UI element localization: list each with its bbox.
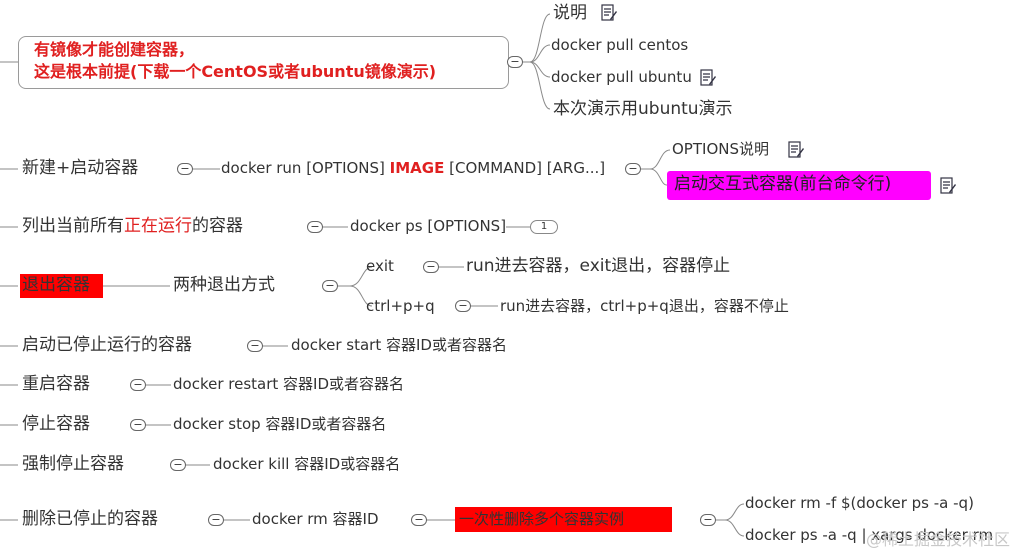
exit-method-ctrl[interactable]: ctrl+p+q bbox=[366, 297, 435, 315]
bulk-remove-label[interactable]: 一次性删除多个容器实例 bbox=[459, 510, 625, 528]
topic-remove-container[interactable]: 删除已停止的容器 bbox=[22, 509, 158, 529]
exit-method-ctrl-desc[interactable]: run进去容器，ctrl+p+q退出，容器不停止 bbox=[500, 297, 789, 315]
bulk-remove-highlight bbox=[455, 507, 672, 532]
exit-topic-highlight bbox=[20, 274, 103, 298]
collapse-toggle-icon[interactable]: − bbox=[307, 221, 323, 233]
bulk-remove-command-1[interactable]: docker rm -f $(docker ps -a -q) bbox=[745, 494, 974, 512]
note-icon[interactable] bbox=[940, 177, 956, 195]
ps-label-running: 正在运行 bbox=[124, 216, 192, 236]
exit-method-exit-desc[interactable]: run进去容器，exit退出，容器停止 bbox=[466, 256, 731, 276]
collapse-toggle-icon[interactable]: − bbox=[700, 514, 716, 526]
collapse-toggle-icon[interactable]: − bbox=[507, 56, 523, 68]
ps-command[interactable]: docker ps [OPTIONS] bbox=[350, 217, 507, 235]
topic-stop-container[interactable]: 停止容器 bbox=[22, 414, 90, 434]
collapse-toggle-icon[interactable]: − bbox=[130, 379, 146, 391]
note-icon[interactable] bbox=[788, 141, 804, 159]
rm-command[interactable]: docker rm 容器ID bbox=[252, 510, 379, 528]
note-icon[interactable] bbox=[700, 69, 716, 87]
topic-start-container[interactable]: 启动已停止运行的容器 bbox=[22, 335, 192, 355]
root-topic-line1: 有镜像才能创建容器， bbox=[34, 40, 195, 59]
collapse-toggle-icon[interactable]: − bbox=[411, 514, 427, 526]
collapse-toggle-icon[interactable]: − bbox=[247, 340, 263, 352]
collapse-toggle-icon[interactable]: − bbox=[455, 300, 471, 312]
bulk-remove-command-2[interactable]: docker ps -a -q | xargs docker rm bbox=[745, 526, 994, 544]
topic-list-containers[interactable]: 列出当前所有正在运行的容器 bbox=[22, 218, 243, 235]
topic-run-container[interactable]: 新建+启动容器 bbox=[22, 158, 139, 178]
note-icon[interactable] bbox=[601, 4, 617, 22]
stop-command[interactable]: docker stop 容器ID或者容器名 bbox=[173, 415, 387, 433]
exit-method-exit[interactable]: exit bbox=[366, 257, 394, 275]
root-topic-line2: 这是根本前提(下载一个CentOS或者ubuntu镜像演示) bbox=[34, 62, 437, 81]
run-command[interactable]: docker run [OPTIONS] IMAGE [COMMAND] [AR… bbox=[221, 161, 605, 176]
interactive-container-highlight bbox=[667, 171, 931, 200]
topic-kill-container[interactable]: 强制停止容器 bbox=[22, 454, 124, 474]
exit-two-ways[interactable]: 两种退出方式 bbox=[173, 275, 275, 295]
collapse-toggle-icon[interactable]: − bbox=[423, 261, 439, 273]
run-command-suffix: [COMMAND] [ARG...] bbox=[444, 159, 606, 177]
topic-exit-container[interactable]: 退出容器 bbox=[22, 275, 90, 295]
collapse-toggle-icon[interactable]: − bbox=[208, 514, 224, 526]
watermark: @稀土掘金技术社区 bbox=[865, 530, 1010, 549]
interactive-container-label[interactable]: 启动交互式容器(前台命令行) bbox=[674, 174, 892, 194]
root-child-pull-centos[interactable]: docker pull centos bbox=[551, 36, 689, 54]
ps-label-prefix: 列出当前所有 bbox=[22, 216, 124, 236]
ps-label-suffix: 的容器 bbox=[192, 216, 243, 236]
count-badge: 1 bbox=[530, 220, 558, 234]
root-child-note[interactable]: 说明 bbox=[553, 3, 587, 23]
collapse-toggle-icon[interactable]: − bbox=[322, 280, 338, 292]
topic-restart-container[interactable]: 重启容器 bbox=[22, 374, 90, 394]
collapse-toggle-icon[interactable]: − bbox=[130, 419, 146, 431]
start-command[interactable]: docker start 容器ID或者容器名 bbox=[291, 336, 507, 354]
run-command-prefix: docker run [OPTIONS] bbox=[221, 159, 390, 177]
collapse-toggle-icon[interactable]: − bbox=[625, 163, 641, 175]
root-child-pull-ubuntu[interactable]: docker pull ubuntu bbox=[551, 68, 692, 86]
root-topic[interactable] bbox=[18, 36, 509, 89]
collapse-toggle-icon[interactable]: − bbox=[177, 163, 193, 175]
run-options-note[interactable]: OPTIONS说明 bbox=[672, 140, 769, 158]
root-child-ubuntu-demo[interactable]: 本次演示用ubuntu演示 bbox=[553, 99, 733, 119]
collapse-toggle-icon[interactable]: − bbox=[170, 459, 186, 471]
restart-command[interactable]: docker restart 容器ID或者容器名 bbox=[173, 375, 405, 393]
run-command-image: IMAGE bbox=[389, 159, 445, 177]
kill-command[interactable]: docker kill 容器ID或容器名 bbox=[213, 455, 401, 473]
